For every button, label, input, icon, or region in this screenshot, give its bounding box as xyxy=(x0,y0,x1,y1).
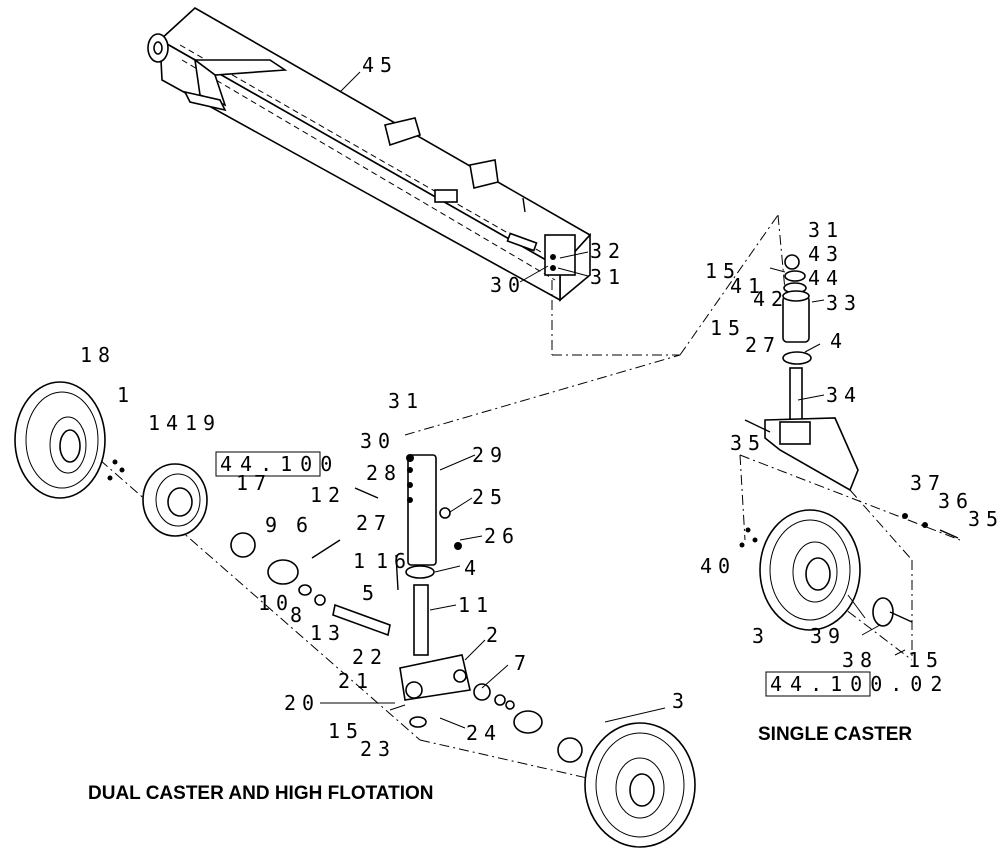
callout-31: 31 xyxy=(388,389,424,413)
callout-30: 30 xyxy=(490,273,526,297)
callout-35: 35 xyxy=(730,431,766,455)
reference-single[interactable]: 44.100.02 xyxy=(765,671,950,697)
callout-4: 4 xyxy=(464,556,482,580)
callout-22: 22 xyxy=(352,645,388,669)
callout-2: 2 xyxy=(486,623,504,647)
callout-4: 4 xyxy=(830,329,848,353)
callout-23: 23 xyxy=(360,737,396,761)
callout-42: 42 xyxy=(753,287,789,311)
callout-44: 44 xyxy=(808,266,844,290)
callout-3: 3 xyxy=(672,689,690,713)
callout-11: 11 xyxy=(458,593,494,617)
callout-41: 41 xyxy=(730,274,766,298)
reference-dual-label: 44.100 xyxy=(220,452,340,476)
reference-single-label: 44.100.02 xyxy=(770,672,950,696)
callout-3: 3 xyxy=(752,624,770,648)
callout-36: 36 xyxy=(938,489,974,513)
callout-26: 26 xyxy=(484,524,520,548)
callout-33: 33 xyxy=(826,291,862,315)
callout-10: 10 xyxy=(258,591,294,615)
callout-24: 24 xyxy=(466,721,502,745)
callout-38: 38 xyxy=(842,648,878,672)
callouts: 45 32 31 30 31 43 15 44 41 42 33 15 27 4… xyxy=(80,53,1000,761)
callout-27: 27 xyxy=(356,511,392,535)
callout-16: 16 xyxy=(376,549,412,573)
callout-12: 12 xyxy=(310,483,346,507)
callout-8: 8 xyxy=(290,603,308,627)
callout-45: 45 xyxy=(362,53,398,77)
callout-1: 1 xyxy=(117,383,135,407)
callout-7: 7 xyxy=(514,651,532,675)
callout-31: 31 xyxy=(590,265,626,289)
callout-27: 27 xyxy=(745,333,781,357)
callout-19: 19 xyxy=(185,411,221,435)
callout-5: 5 xyxy=(362,581,380,605)
callout-29: 29 xyxy=(472,443,508,467)
callout-9: 9 xyxy=(265,513,283,537)
callout-15: 15 xyxy=(908,648,944,672)
caption-single-caster: SINGLE CASTER xyxy=(758,724,912,745)
callout-14: 14 xyxy=(148,411,184,435)
callout-13: 13 xyxy=(310,621,346,645)
dual-caster-assembly xyxy=(14,381,696,848)
callout-30: 30 xyxy=(360,429,396,453)
callout-17: 17 xyxy=(236,471,272,495)
callout-35: 35 xyxy=(968,507,1000,531)
callout-34: 34 xyxy=(826,383,862,407)
callout-43: 43 xyxy=(808,242,844,266)
callout-31: 31 xyxy=(808,218,844,242)
caption-dual-caster: DUAL CASTER AND HIGH FLOTATION xyxy=(88,783,434,804)
callout-20: 20 xyxy=(284,691,320,715)
callout-18: 18 xyxy=(80,343,116,367)
callout-1: 1 xyxy=(353,549,371,573)
main-beam-assembly xyxy=(147,7,592,302)
callout-39: 39 xyxy=(810,624,846,648)
callout-15: 15 xyxy=(328,719,364,743)
reference-dual[interactable]: 44.100 xyxy=(215,451,340,477)
callout-28: 28 xyxy=(366,461,402,485)
callout-21: 21 xyxy=(338,669,374,693)
callout-25: 25 xyxy=(472,485,508,509)
callout-15: 15 xyxy=(710,316,746,340)
single-caster-assembly xyxy=(739,254,959,631)
callout-37: 37 xyxy=(910,471,946,495)
callout-15: 15 xyxy=(705,259,741,283)
callout-32: 32 xyxy=(590,239,626,263)
leader-lines xyxy=(320,251,906,729)
callout-40: 40 xyxy=(700,554,736,578)
callout-6: 6 xyxy=(296,513,314,537)
